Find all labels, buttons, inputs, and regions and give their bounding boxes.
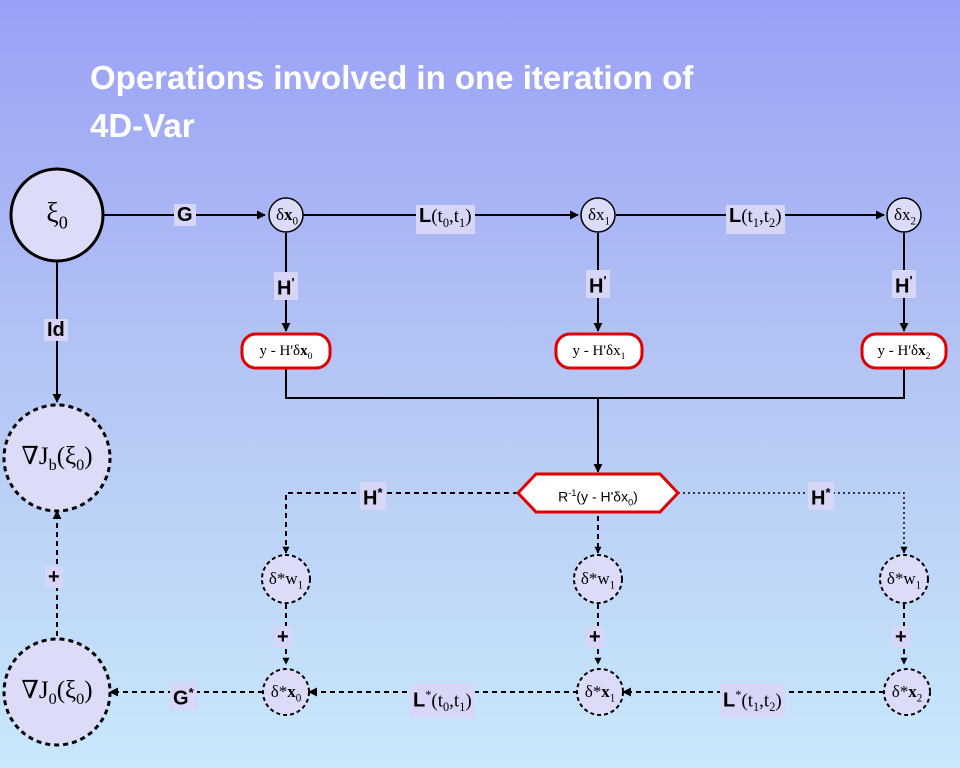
node-circles bbox=[2, 167, 931, 747]
op-plus-gradient: + bbox=[45, 566, 63, 588]
node-dw-left-circle bbox=[261, 554, 311, 604]
box-innov2: y - H'δx2 bbox=[877, 343, 931, 362]
node-dsx2: δ*x2 bbox=[891, 682, 923, 705]
op-Ls12: L*(t1,t2) bbox=[720, 684, 785, 719]
node-dsx1-circle bbox=[576, 668, 624, 716]
page-title: Operations involved in one iteration of … bbox=[90, 54, 850, 150]
node-gradJ0-circle bbox=[2, 637, 112, 747]
title-line-2: 4D-Var bbox=[90, 107, 195, 144]
box-rinv: R-1(y - H'δx0) bbox=[558, 488, 638, 508]
op-H-prime-1: H' bbox=[586, 270, 610, 298]
node-dw-mid-circle bbox=[573, 554, 623, 604]
node-dw-mid: δ*w1 bbox=[580, 569, 616, 592]
node-dw-left: δ*w1 bbox=[268, 569, 304, 592]
node-xi0-circle bbox=[9, 167, 105, 263]
box-rinv-shape bbox=[515, 472, 681, 514]
node-dsx0: δ*x0 bbox=[270, 682, 302, 705]
op-G: G bbox=[174, 204, 196, 226]
op-G-star: G* bbox=[170, 682, 197, 710]
node-gradJ0: ∇J0(ξ0) bbox=[21, 677, 93, 708]
box-innov0: y - H'δx0 bbox=[259, 343, 313, 362]
op-plus-left: + bbox=[274, 626, 292, 648]
box-innov1-shape bbox=[554, 332, 644, 370]
node-gradJb-circle bbox=[2, 403, 112, 513]
node-dw-right: δ*w1 bbox=[886, 569, 922, 592]
node-dx2-circle bbox=[886, 197, 922, 233]
op-L12: L(t1,t2) bbox=[726, 205, 785, 234]
title-line-1: Operations involved in one iteration of bbox=[90, 59, 694, 96]
node-dx1-circle bbox=[580, 197, 616, 233]
node-xi0: ξ0 bbox=[46, 198, 68, 233]
node-dx0: δx0 bbox=[275, 205, 299, 228]
node-dsx0-circle bbox=[262, 668, 310, 716]
op-L01: L(t0,t1) bbox=[416, 205, 475, 234]
adjoint-arrows bbox=[52, 492, 908, 697]
node-dx1: δx1 bbox=[587, 205, 611, 228]
box-innov2-shape bbox=[860, 332, 948, 370]
forward-arrows bbox=[52, 210, 909, 473]
op-H-prime-0: H' bbox=[274, 272, 298, 300]
op-H-star-right: H* bbox=[808, 482, 834, 510]
node-dx0-circle bbox=[268, 197, 304, 233]
node-dsx2-circle bbox=[883, 668, 931, 716]
innovation-boxes bbox=[240, 332, 948, 514]
node-dw-right-circle bbox=[879, 554, 929, 604]
arrow-rinv-to-dw-left bbox=[282, 492, 518, 554]
node-dx2: δx2 bbox=[893, 205, 917, 228]
node-dsx1: δ*x1 bbox=[584, 682, 616, 705]
collect-line bbox=[285, 369, 905, 399]
box-innov1: y - H'δx1 bbox=[572, 343, 626, 362]
arrow-rinv-to-dw-right bbox=[678, 492, 908, 554]
op-Id: Id bbox=[44, 319, 68, 341]
box-innov0-shape bbox=[240, 332, 332, 370]
op-plus-mid: + bbox=[586, 626, 604, 648]
op-Ls01: L*(t0,t1) bbox=[410, 684, 475, 719]
op-H-prime-2: H' bbox=[892, 270, 916, 298]
node-gradJb: ∇Jb(ξ0) bbox=[21, 443, 93, 474]
op-H-star-left: H* bbox=[360, 482, 386, 510]
op-plus-right: + bbox=[892, 626, 910, 648]
